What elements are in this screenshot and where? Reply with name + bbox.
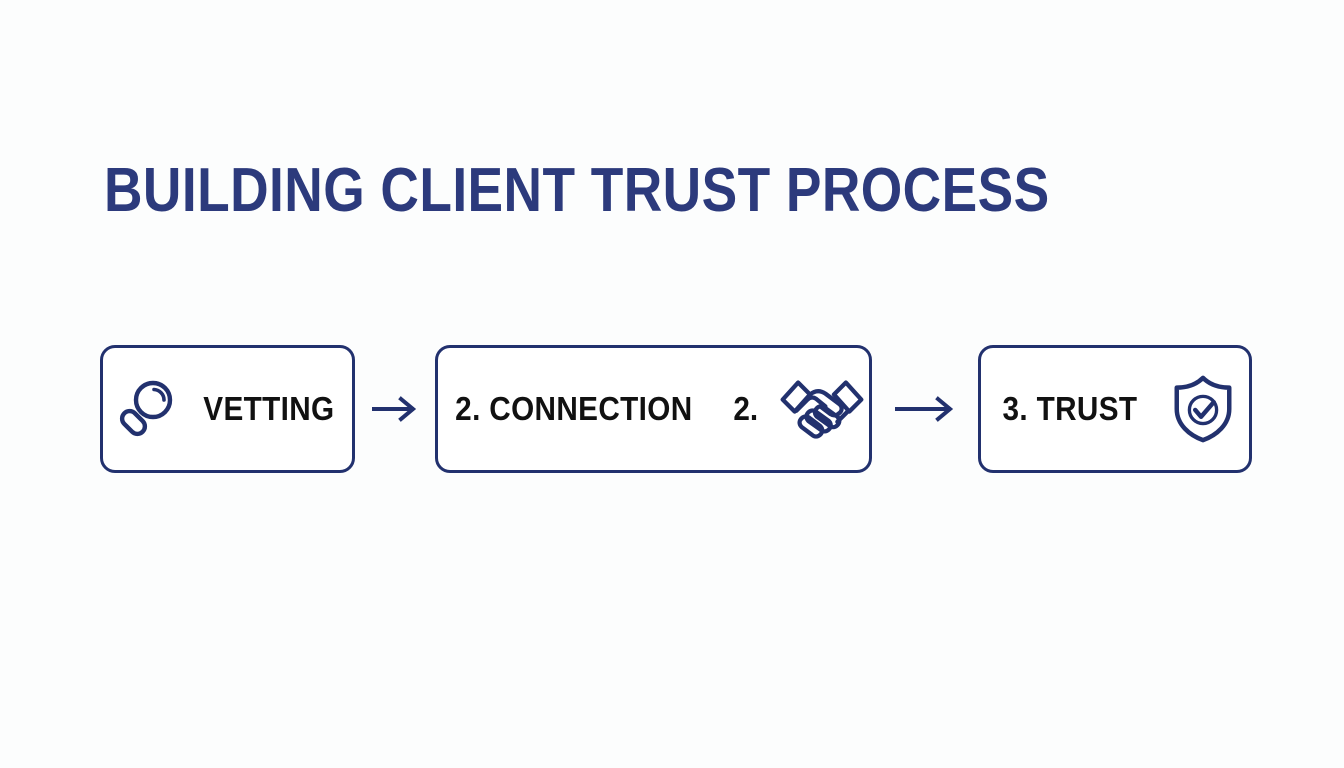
handshake-icon [779, 374, 865, 444]
magnifier-icon [114, 376, 180, 442]
step-label-connection-number: 2. [733, 390, 758, 427]
shield-check-icon [1171, 374, 1235, 444]
step-label-trust: 3. TRUST [1002, 390, 1138, 427]
step-label-connection: 2. CONNECTION [455, 390, 693, 427]
step-card-vetting[interactable]: VETTING [100, 345, 356, 473]
step-card-trust[interactable]: 3. TRUST [977, 345, 1253, 473]
step-label-vetting: VETTING [202, 390, 335, 427]
arrow-right-icon-1 [355, 389, 435, 429]
step-card-connection[interactable]: 2. CONNECTION 2. [435, 345, 872, 473]
page-title: BUILDING CLIENT TRUST PROCESS [104, 156, 1050, 225]
arrow-right-icon-2 [872, 389, 978, 429]
process-flow: VETTING 2. CONNECTION 2. [100, 345, 1253, 473]
